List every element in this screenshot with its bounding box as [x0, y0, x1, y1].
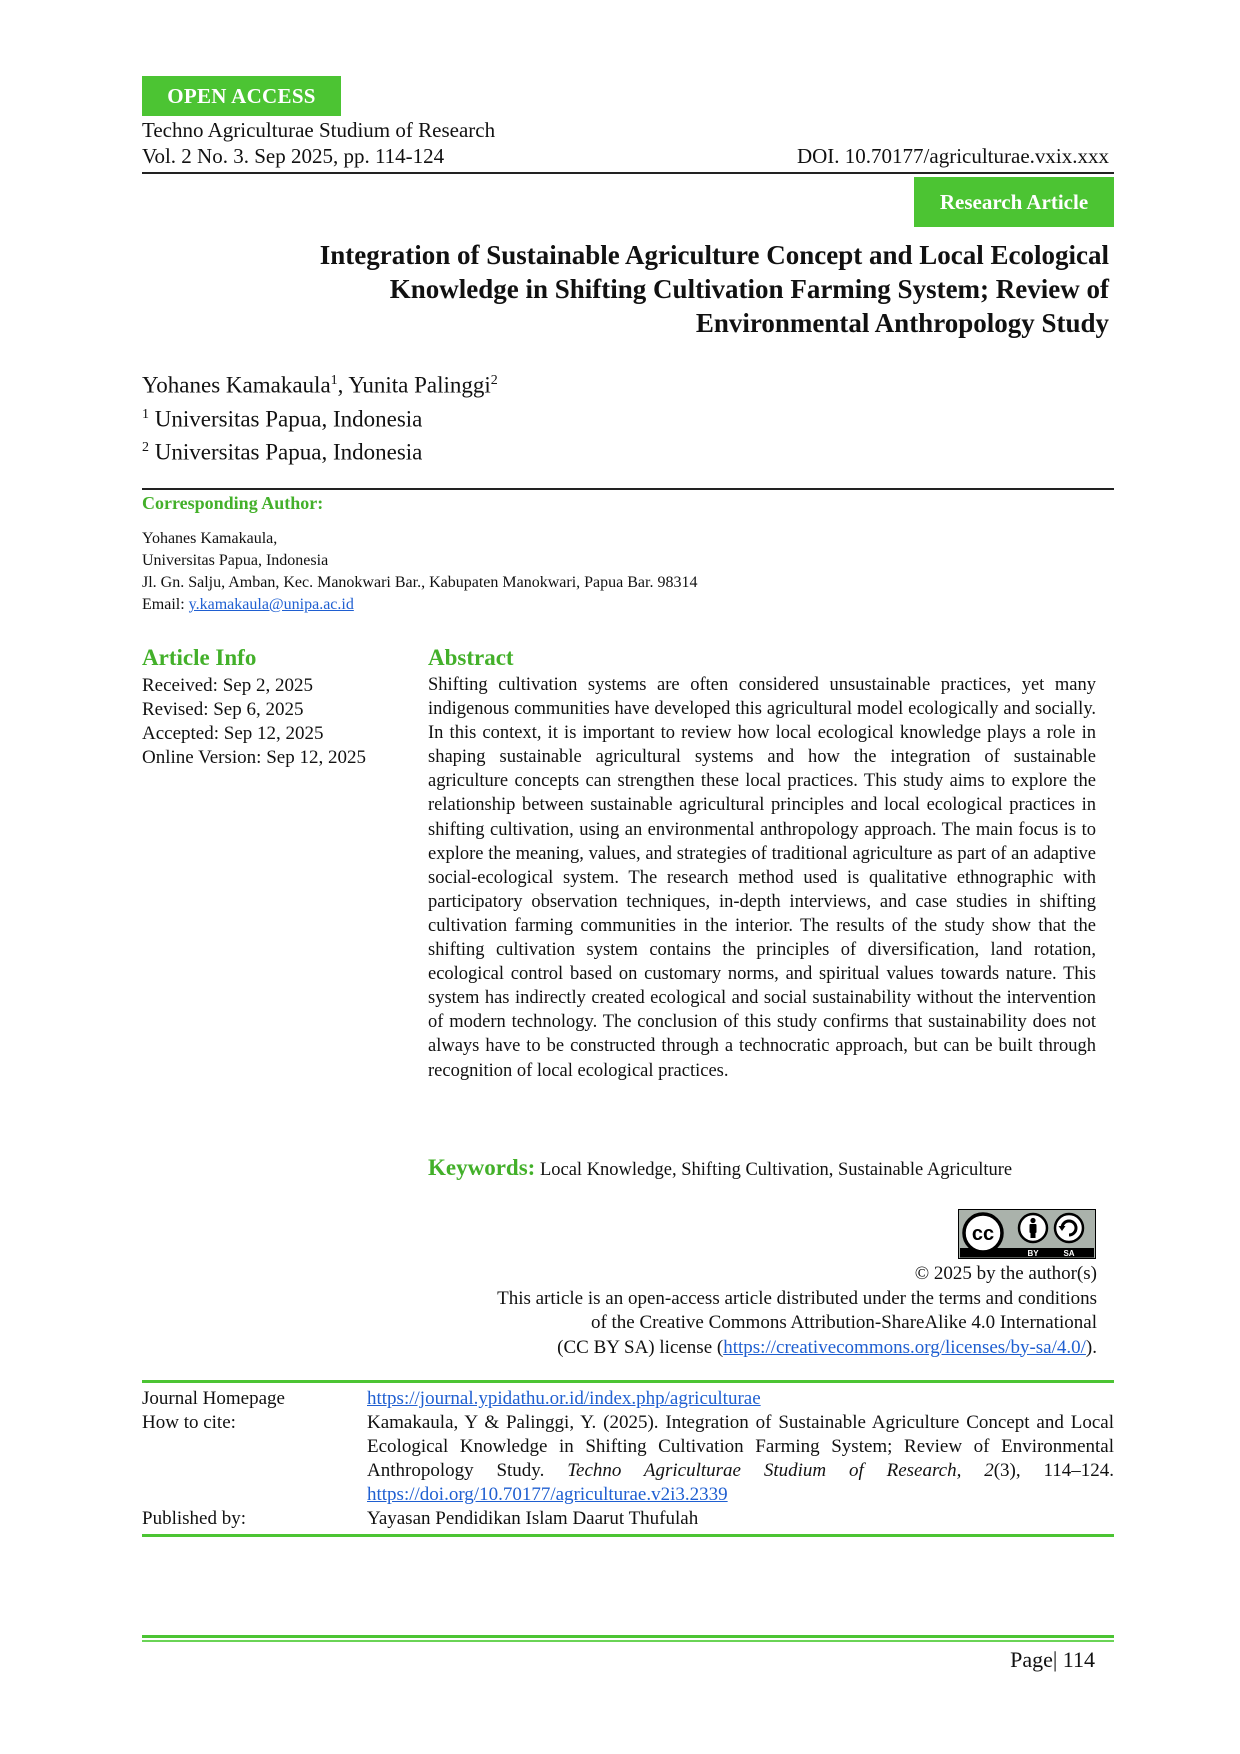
- abstract-heading: Abstract: [428, 645, 514, 670]
- title-line: Environmental Anthropology Study: [695, 308, 1109, 338]
- affiliation-line: 2 Universitas Papua, Indonesia: [142, 433, 498, 467]
- by-badge-text: BY: [1027, 1249, 1039, 1258]
- publication-meta-table: Journal Homepage https://journal.ypidath…: [142, 1387, 1114, 1531]
- corresponding-institution: Universitas Papua, Indonesia: [142, 552, 329, 569]
- article-title: Integration of Sustainable Agriculture C…: [209, 238, 1109, 340]
- license-url-link[interactable]: https://creativecommons.org/licenses/by-…: [723, 1336, 1086, 1358]
- section-divider: [142, 488, 1114, 490]
- corresponding-name: Yohanes Kamakaula,: [142, 530, 278, 547]
- affiliation-marker: 1: [142, 406, 149, 422]
- meta-bottom-divider: [142, 1534, 1114, 1537]
- license-statement: © 2025 by the author(s) This article is …: [497, 1262, 1097, 1360]
- publisher-value: Yayasan Pendidikan Islam Daarut Thufulah: [367, 1508, 699, 1529]
- affiliation-text: Universitas Papua, Indonesia: [149, 439, 423, 465]
- homepage-link[interactable]: https://journal.ypidathu.or.id/index.php…: [367, 1388, 761, 1409]
- page-number: Page| 114: [1010, 1647, 1095, 1672]
- footer-divider: [142, 1640, 1114, 1642]
- publisher-label: Published by:: [142, 1508, 246, 1529]
- title-line: Knowledge in Shifting Cultivation Farmin…: [389, 274, 1109, 304]
- open-access-badge: OPEN ACCESS: [142, 76, 341, 116]
- affiliation-line: 1 Universitas Papua, Indonesia: [142, 400, 498, 434]
- affiliation-marker: 2: [490, 373, 498, 388]
- keywords-label: Keywords:: [428, 1155, 536, 1180]
- cc-badge-text: cc: [972, 1223, 994, 1245]
- affiliation-marker: 2: [142, 440, 149, 456]
- title-line: Integration of Sustainable Agriculture C…: [319, 240, 1109, 270]
- article-info-heading: Article Info: [142, 645, 257, 670]
- corresponding-author-details: Yohanes Kamakaula, Universitas Papua, In…: [142, 528, 697, 616]
- homepage-value: https://journal.ypidathu.or.id/index.php…: [367, 1387, 1114, 1411]
- meta-top-divider: [142, 1380, 1114, 1383]
- license-line: (CC BY SA) license (https://creativecomm…: [497, 1336, 1097, 1361]
- article-info-list: Received: Sep 2, 2025 Revised: Sep 6, 20…: [142, 674, 366, 770]
- sa-badge-text: SA: [1063, 1249, 1074, 1258]
- corresponding-email-line: Email: y.kamakaula@unipa.ac.id: [142, 594, 697, 616]
- author-block: Yohanes Kamakaula1, Yunita Palinggi2 1 U…: [142, 366, 498, 467]
- header-divider: [142, 172, 1114, 174]
- license-text: ).: [1085, 1336, 1097, 1358]
- abstract-text: Shifting cultivation systems are often c…: [428, 675, 1096, 1081]
- volume-info: Vol. 2 No. 3. Sep 2025, pp. 114-124: [142, 144, 445, 168]
- citation-doi-link[interactable]: https://doi.org/10.70177/agriculturae.v2…: [367, 1484, 728, 1505]
- citation-journal: Techno Agriculturae Studium of Research,…: [567, 1460, 994, 1481]
- doi-label: DOI. 10.70177/agriculturae.vxix.xxx: [796, 144, 1109, 168]
- received-date: Received: Sep 2, 2025: [142, 675, 313, 696]
- affiliation-text: Universitas Papua, Indonesia: [149, 406, 423, 432]
- homepage-row: Journal Homepage https://journal.ypidath…: [142, 1387, 1114, 1411]
- corresponding-author-heading: Corresponding Author:: [142, 493, 324, 513]
- license-line: of the Creative Commons Attribution-Shar…: [590, 1312, 1097, 1333]
- online-date: Online Version: Sep 12, 2025: [142, 747, 366, 768]
- author-name: Yunita Palinggi: [348, 372, 491, 398]
- email-link[interactable]: y.kamakaula@unipa.ac.id: [188, 596, 354, 613]
- citation-body: Kamakaula, Y & Palinggi, Y. (2025). Inte…: [367, 1412, 1114, 1481]
- footer-divider: [142, 1635, 1114, 1638]
- corresponding-address: Jl. Gn. Salju, Amban, Kec. Manokwari Bar…: [142, 574, 698, 591]
- journal-name: Techno Agriculturae Studium of Research: [142, 118, 496, 142]
- keywords-line: Keywords: Local Knowledge, Shifting Cult…: [428, 1155, 1012, 1181]
- article-type-badge: Research Article: [914, 177, 1114, 227]
- copyright-line: © 2025 by the author(s): [914, 1263, 1097, 1284]
- author-line: Yohanes Kamakaula1, Yunita Palinggi2: [142, 366, 498, 400]
- accepted-date: Accepted: Sep 12, 2025: [142, 723, 324, 744]
- citation-issue: (3), 114–124.: [993, 1460, 1115, 1481]
- homepage-label: Journal Homepage: [142, 1388, 285, 1409]
- author-separator: ,: [337, 372, 349, 398]
- keywords-text: Local Knowledge, Shifting Cultivation, S…: [535, 1160, 1013, 1180]
- affiliation-marker: 1: [330, 373, 338, 388]
- author-name: Yohanes Kamakaula: [142, 372, 331, 398]
- revised-date: Revised: Sep 6, 2025: [142, 699, 304, 720]
- citation-row: How to cite: Kamakaula, Y & Palinggi, Y.…: [142, 1411, 1114, 1507]
- license-line: This article is an open-access article d…: [497, 1287, 1097, 1309]
- publisher-row: Published by: Yayasan Pendidikan Islam D…: [142, 1507, 1114, 1531]
- citation-label: How to cite:: [142, 1412, 236, 1433]
- license-text: (CC BY SA) license (: [557, 1336, 724, 1358]
- cc-by-sa-badge-icon[interactable]: cc BY SA: [958, 1209, 1096, 1259]
- citation-text: Kamakaula, Y & Palinggi, Y. (2025). Inte…: [367, 1411, 1114, 1507]
- email-label: Email:: [142, 596, 189, 613]
